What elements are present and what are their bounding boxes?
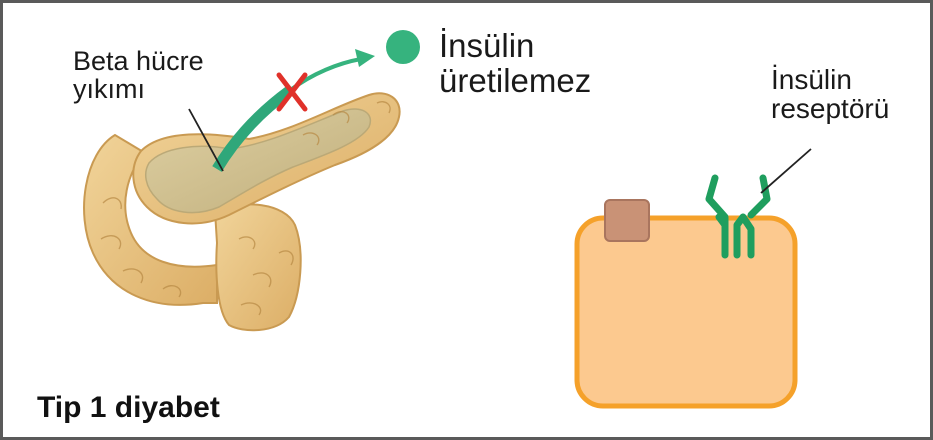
receptor-label-leader <box>761 149 811 193</box>
beta-cell-destruction-label: Beta hücre yıkımı <box>73 47 263 104</box>
target-cell <box>577 178 795 406</box>
receptor-label-line1: İnsülin <box>771 65 889 94</box>
glucose-transporter <box>605 200 649 241</box>
duodenum-tail <box>215 204 301 330</box>
insulin-receptor-label: İnsülin reseptörü <box>771 65 889 124</box>
cell-body <box>577 218 795 406</box>
figure-title: Tip 1 diyabet <box>37 391 220 425</box>
insulin-label-line1: İnsülin <box>439 29 591 64</box>
receptor-label-line2: reseptörü <box>771 94 889 123</box>
insulin-label-line2: üretilemez <box>439 64 591 99</box>
insulin-not-produced-label: İnsülin üretilemez <box>439 29 591 98</box>
beta-cell-label-line2: yıkımı <box>73 75 263 103</box>
beta-cell-label-line1: Beta hücre <box>73 47 263 75</box>
insulin-molecule-icon <box>386 30 420 64</box>
